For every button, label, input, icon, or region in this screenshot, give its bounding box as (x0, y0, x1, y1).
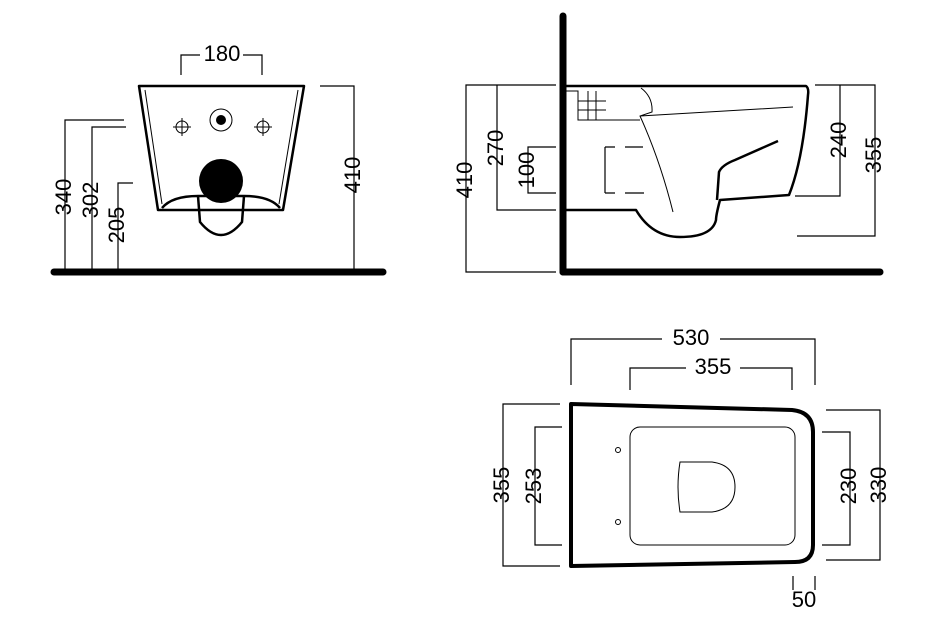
dim-label-180: 180 (204, 41, 241, 66)
dim-line-410 (465, 84, 556, 273)
front-view: 180 410 340 302 205 (50, 41, 387, 276)
dim-line-180 (180, 54, 263, 75)
dim-label-240: 240 (826, 122, 851, 159)
dim-line-270 (496, 85, 556, 211)
bowl-side-outline (566, 84, 810, 239)
dim-line-410 (320, 85, 355, 270)
dim-label-330: 330 (866, 467, 891, 504)
dim-label-530: 530 (673, 325, 710, 350)
dim-line-230 (822, 431, 851, 546)
connector-icon (578, 91, 606, 120)
dim-lines-240-355 (795, 84, 876, 237)
seat-hinge-hole (615, 447, 621, 453)
dim-label-100: 100 (514, 152, 539, 189)
dim-label-205: 205 (104, 207, 129, 244)
dim-line-330 (826, 409, 881, 561)
dim-label-253: 253 (521, 468, 546, 505)
seat-hinge-hole (615, 519, 621, 525)
seat-profile (715, 139, 779, 201)
dim-label-410: 410 (340, 157, 365, 194)
dim-line-340 (64, 119, 124, 272)
mount-hole-left-icon (173, 118, 191, 136)
dim-line-530 (570, 338, 816, 385)
rim-inner-lines (144, 89, 299, 205)
dim-label-355: 355 (695, 354, 732, 379)
water-inlet-icon (209, 108, 233, 132)
inner-lines (566, 87, 794, 213)
dim-line-355 (629, 367, 793, 390)
side-view: 410 270 100 240 355 (452, 12, 886, 276)
dim-line-253 (534, 426, 562, 546)
top-view: 530 355 355 253 230 330 50 (489, 325, 891, 612)
dim-label-410: 410 (452, 162, 477, 199)
dim-label-302: 302 (78, 182, 103, 219)
outlet-shape (196, 195, 246, 237)
dim-line-100 (527, 146, 556, 194)
dim-label-355: 355 (861, 137, 886, 174)
dim-label-340: 340 (51, 179, 76, 216)
dim-label-355-width: 355 (489, 467, 514, 504)
bowl-top-outline (569, 402, 815, 568)
dim-label-270: 270 (483, 130, 508, 167)
mount-hole-right-icon (254, 118, 272, 136)
dim-label-50: 50 (792, 587, 816, 612)
seat-opening (629, 426, 796, 546)
dim-line-205 (117, 182, 133, 272)
dim-line-302 (91, 126, 126, 272)
drain-outlet (199, 159, 243, 203)
hidden-outlet-dashed (604, 146, 644, 194)
dim-line-50 (792, 576, 816, 590)
dim-line-355-width (502, 403, 560, 567)
bowl-front-outline (137, 84, 306, 212)
dim-label-230: 230 (836, 468, 861, 505)
bowl-opening (677, 461, 736, 513)
